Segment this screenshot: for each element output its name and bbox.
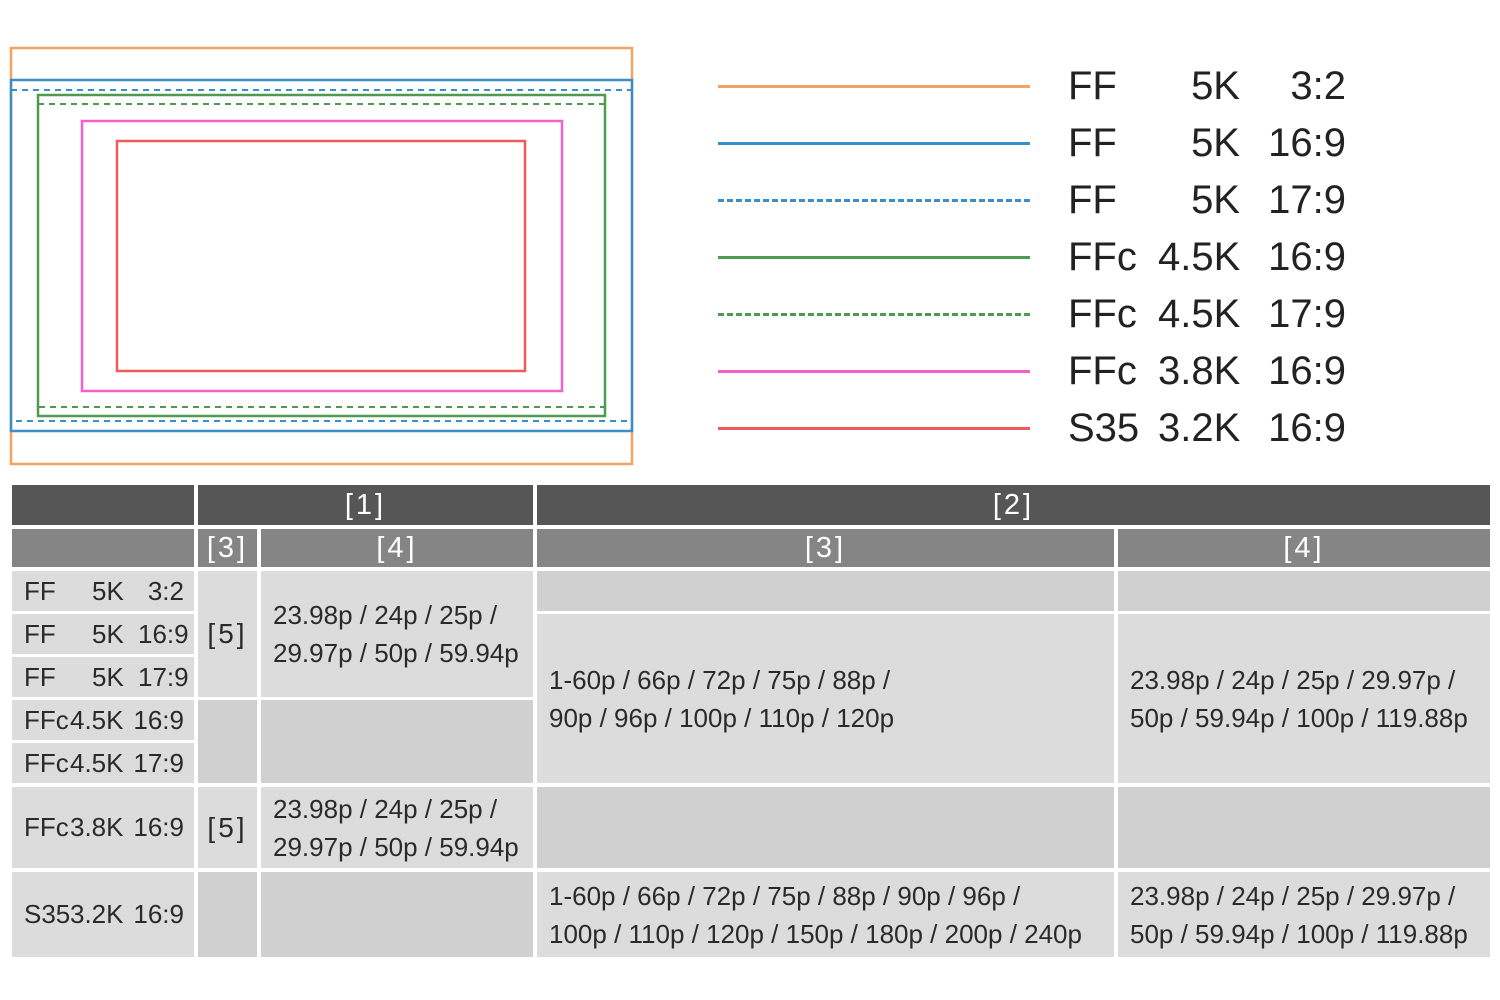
row-aspect: 16:9	[133, 704, 184, 735]
legend-resolution: 4.5K	[1158, 292, 1241, 336]
header-group-1: [1]	[198, 485, 533, 525]
row-resolution: 3.8K	[70, 812, 124, 842]
frame-ff-5k-17-9	[10, 89, 633, 422]
row-resolution: 5K	[92, 575, 124, 606]
row-resolution: 5K	[92, 661, 124, 692]
row-format: FFc	[24, 812, 69, 842]
row-resolution: 4.5K	[70, 747, 124, 778]
frame-s35-3-2k-16-9	[115, 139, 527, 373]
legend-format: FFc	[1068, 292, 1137, 336]
empty-cell	[1118, 787, 1490, 868]
empty-cell	[261, 700, 533, 783]
row-format: FFc	[24, 747, 69, 778]
row-resolution: 5K	[92, 618, 124, 649]
row-aspect: 17:9	[138, 661, 189, 692]
rate-cell: 23.98p / 24p / 25p / 29.97p / 50p / 59.9…	[261, 787, 533, 868]
legend-item: FF 5K 3:2	[718, 66, 1358, 106]
legend-format: FF	[1068, 121, 1117, 165]
row-resolution: 3.2K	[70, 899, 124, 929]
row-label: FF 5K 16:9	[12, 614, 194, 654]
legend-aspect: 16:9	[1268, 235, 1346, 279]
frame-ffc-4-5k-17-9	[37, 103, 606, 408]
legend-resolution: 3.8K	[1158, 349, 1241, 393]
row-aspect: 3:2	[147, 575, 184, 606]
legend-resolution: 4.5K	[1158, 235, 1241, 279]
legend-format: FF	[1068, 178, 1117, 222]
empty-cell	[261, 872, 533, 957]
legend-swatch	[718, 427, 1030, 430]
header-corner	[12, 485, 194, 525]
frame-rate-table: [1] [2] [3] [4] [3] [4] FF 5K 3:2 FF 5K 16:9…	[12, 485, 1490, 957]
row-label: FF 5K 17:9	[12, 657, 194, 697]
frame-ff-5k-16-9	[9, 78, 634, 433]
row-label: FF 5K 3:2	[12, 571, 194, 611]
legend-swatch	[718, 199, 1030, 202]
legend-format: FFc	[1068, 235, 1137, 279]
legend-swatch	[718, 313, 1030, 316]
frame-ffc-4-5k-16-9	[36, 93, 607, 418]
header-2-col-4: [4]	[1118, 529, 1490, 567]
legend-item: S35 3.2K 16:9	[718, 408, 1358, 448]
legend-item: FFc 4.5K 16:9	[718, 237, 1358, 277]
legend-resolution: 3.2K	[1158, 406, 1241, 450]
header-2-col-3: [3]	[537, 529, 1114, 567]
row-format: S35	[24, 899, 71, 929]
rate-cell: 23.98p / 24p / 25p / 29.97p / 50p / 59.9…	[1118, 614, 1490, 783]
header-group-2: [2]	[537, 485, 1490, 525]
legend-resolution: 5K	[1191, 178, 1240, 222]
row-resolution: 4.5K	[70, 704, 124, 735]
legend-swatch	[718, 370, 1030, 373]
empty-cell	[537, 571, 1114, 611]
row-aspect: 17:9	[133, 747, 184, 778]
legend-aspect: 17:9	[1268, 292, 1346, 336]
rate-cell: 23.98p / 24p / 25p / 29.97p / 50p / 59.9…	[1118, 872, 1490, 957]
empty-cell	[198, 872, 257, 957]
legend-swatch	[718, 142, 1030, 145]
legend-format: S35	[1068, 406, 1140, 450]
legend-aspect: 3:2	[1290, 64, 1346, 108]
frame-ffc-3-8k-16-9	[80, 119, 564, 393]
legend-format: FF	[1068, 64, 1117, 108]
legend-item: FF 5K 17:9	[718, 180, 1358, 220]
row-format: FF	[24, 575, 56, 606]
legend-resolution: 5K	[1191, 64, 1240, 108]
legend-resolution: 5K	[1191, 121, 1240, 165]
empty-cell	[1118, 571, 1490, 611]
row-aspect: 16:9	[138, 618, 189, 649]
legend-aspect: 17:9	[1268, 178, 1346, 222]
header-1-col-3: [3]	[198, 529, 257, 567]
header-1-col-4: [4]	[261, 529, 533, 567]
legend-format: FFc	[1068, 349, 1137, 393]
row-format: FF	[24, 661, 56, 692]
legend-aspect: 16:9	[1268, 121, 1346, 165]
rate-cell: 1-60p / 66p / 72p / 75p / 88p / 90p / 96…	[537, 614, 1114, 783]
empty-cell	[198, 700, 257, 783]
mark-5: [5]	[198, 571, 257, 697]
header-corner-2	[12, 529, 194, 567]
empty-cell	[537, 787, 1114, 868]
legend-aspect: 16:9	[1268, 406, 1346, 450]
legend-item: FFc 4.5K 17:9	[718, 294, 1358, 334]
frame-ff-5k-3-2	[9, 46, 634, 466]
mark-5: [5]	[198, 787, 257, 868]
row-format: FF	[24, 618, 56, 649]
legend-swatch	[718, 85, 1030, 88]
legend-item: FF 5K 16:9	[718, 123, 1358, 163]
legend-aspect: 16:9	[1268, 349, 1346, 393]
legend-item: FFc 3.8K 16:9	[718, 351, 1358, 391]
legend-swatch	[718, 256, 1030, 259]
row-format: FFc	[24, 704, 69, 735]
frame-size-diagram	[9, 46, 634, 466]
rate-cell: 1-60p / 66p / 72p / 75p / 88p / 90p / 96…	[537, 872, 1114, 957]
rate-cell: 23.98p / 24p / 25p / 29.97p / 50p / 59.9…	[261, 571, 533, 697]
row-aspect: 16:9	[133, 899, 184, 929]
row-aspect: 16:9	[133, 812, 184, 842]
